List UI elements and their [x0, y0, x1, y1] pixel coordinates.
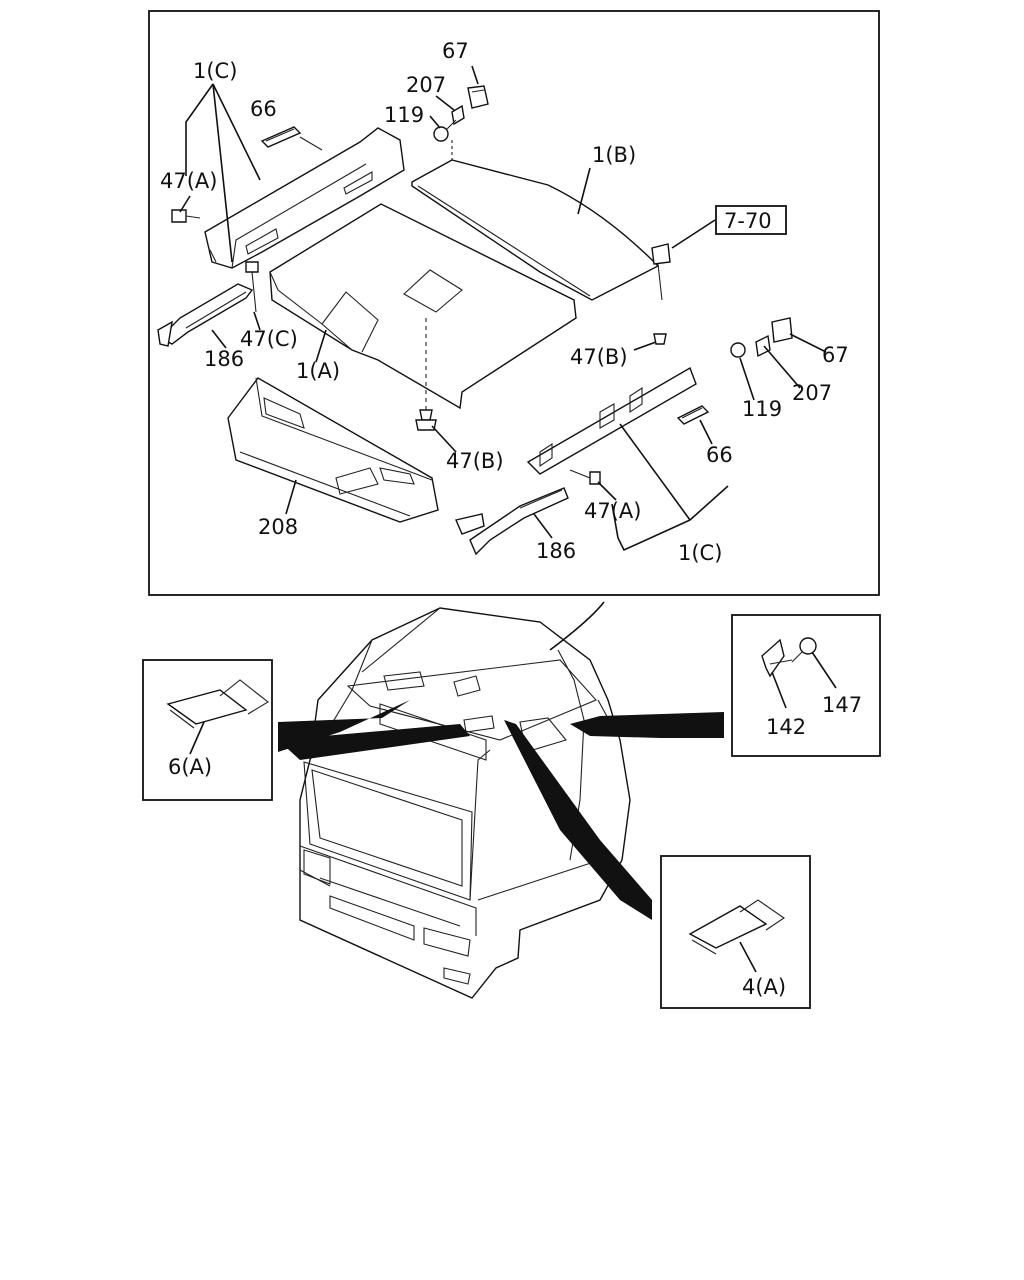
callout-labels: 1(C) 66 67 207 119 1(B) 7-70 47(A) 47(C)…	[160, 39, 849, 565]
label-186-bottom: 186	[536, 539, 576, 563]
label-4a: 4(A)	[742, 975, 786, 999]
clip-67-right	[771, 317, 793, 343]
clip-67-top	[467, 85, 489, 109]
exploded-view-frame	[148, 10, 880, 596]
screw-119-right	[730, 342, 746, 358]
inset-142-leader	[771, 671, 787, 709]
label-119-top: 119	[384, 103, 424, 127]
bracket-142	[761, 638, 793, 678]
pillar-trim-186-bottom	[455, 487, 569, 556]
headliner-panel-1a	[269, 203, 577, 410]
screw-119-top	[433, 119, 457, 142]
grille-66-top-leader	[299, 136, 323, 151]
label-1b: 1(B)	[592, 143, 636, 167]
bracket-207-right	[755, 334, 771, 358]
screw-47c	[245, 261, 259, 313]
inset-6a-leader	[189, 721, 205, 755]
label-147: 147	[822, 693, 862, 717]
label-47b-right: 47(B)	[570, 345, 628, 369]
pad-6a	[166, 679, 269, 729]
inset-frame-4a	[660, 855, 811, 1009]
grille-66-right	[676, 405, 710, 425]
label-7-70: 7-70	[724, 209, 772, 233]
label-207-top: 207	[406, 73, 446, 97]
label-1c-bottom: 1(C)	[678, 541, 722, 565]
label-67-right: 67	[822, 343, 849, 367]
leader-lines	[179, 65, 827, 552]
label-142: 142	[766, 715, 806, 739]
label-1a: 1(A)	[296, 359, 340, 383]
pillar-trim-186-left	[157, 283, 254, 347]
label-6a: 6(A)	[168, 755, 212, 779]
inset-4a-leader	[739, 941, 757, 973]
label-47a-top: 47(A)	[160, 169, 217, 193]
trim-panel-right	[526, 366, 697, 475]
label-67-top: 67	[442, 39, 469, 63]
label-47a-bottom: 47(A)	[584, 499, 641, 523]
label-207-right: 207	[792, 381, 832, 405]
label-1c-top: 1(C)	[193, 59, 237, 83]
label-47c: 47(C)	[240, 327, 298, 351]
label-208: 208	[258, 515, 298, 539]
pushpin-47b-center	[415, 409, 437, 431]
clip-7-70	[651, 243, 671, 301]
ref-box-7-70	[715, 205, 787, 235]
label-186-left: 186	[204, 347, 244, 371]
bracket-207-top	[451, 104, 465, 126]
headliner-panel-1b	[411, 159, 660, 301]
label-47b-center: 47(B)	[446, 449, 504, 473]
truck-cab	[299, 607, 631, 999]
trim-panel-left	[204, 127, 405, 269]
pushpin-47b-right	[653, 333, 667, 345]
pointer-arrows	[278, 601, 724, 920]
bolt-147	[791, 637, 817, 663]
label-66-right: 66	[706, 443, 733, 467]
pad-4a	[688, 899, 785, 955]
shelf-208	[227, 377, 439, 523]
inset-147-leader	[811, 651, 837, 689]
inset-frame-6a	[142, 659, 273, 801]
label-66-top: 66	[250, 97, 277, 121]
grille-66-top	[260, 126, 302, 148]
label-119-right: 119	[742, 397, 782, 421]
screw-47a-right	[569, 469, 601, 485]
screw-47a-top	[171, 209, 201, 223]
inset-frame-142-147	[731, 614, 881, 757]
